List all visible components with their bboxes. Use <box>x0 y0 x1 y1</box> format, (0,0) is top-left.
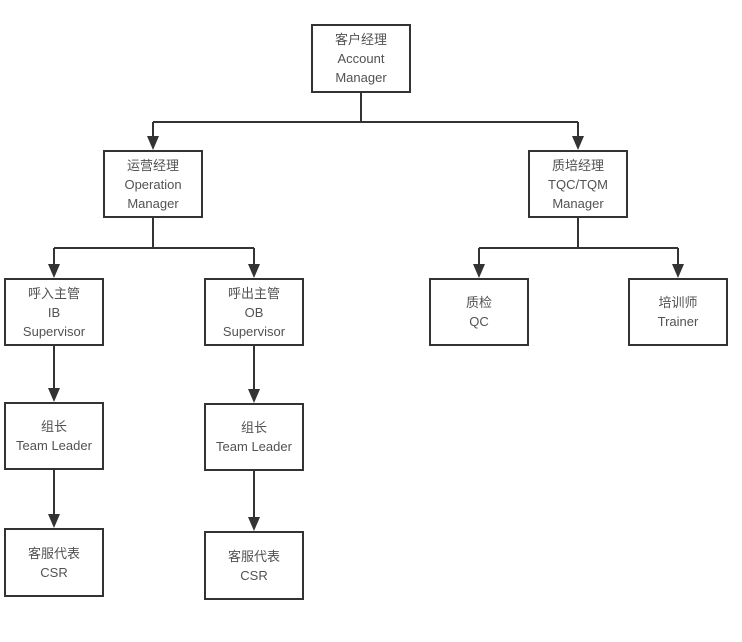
node-label-zh: 客服代表 <box>227 548 280 564</box>
node-label-en: Manager <box>552 195 604 211</box>
org-node-tqc-tqm-manager: 质培经理 TQC/TQM Manager <box>528 150 628 218</box>
node-label-en: QC <box>469 314 489 329</box>
org-node-ob-supervisor: 呼出主管 OB Supervisor <box>204 278 304 346</box>
node-label-en: Account <box>337 51 385 66</box>
edge-arrowhead-icon <box>147 136 159 150</box>
node-label-en: Operation <box>124 176 182 192</box>
node-label-en: Team Leader <box>216 439 292 454</box>
node-label-en: TQC/TQM <box>548 176 608 192</box>
node-label-zh: 组长 <box>240 420 267 435</box>
node-label-zh: 呼出主管 <box>227 285 280 301</box>
node-label-zh: 呼入主管 <box>27 285 80 301</box>
node-label-en: Manager <box>127 195 179 211</box>
edge-arrowhead-icon <box>248 389 260 403</box>
node-label-en: Manager <box>335 70 387 85</box>
edge-arrowhead-icon <box>48 514 60 528</box>
org-node-csr-ob: 客服代表 CSR <box>204 531 304 600</box>
node-label-en: Supervisor <box>222 323 286 339</box>
node-label-en: CSR <box>240 567 268 583</box>
edge-arrowhead-icon <box>48 264 60 278</box>
edge-arrowhead-icon <box>248 264 260 278</box>
org-node-team-leader-ob: 组长 Team Leader <box>204 403 304 471</box>
org-node-qc: 质检 QC <box>429 278 529 346</box>
node-label-en: CSR <box>40 564 68 580</box>
node-label-en: OB <box>244 304 264 320</box>
edge-arrowhead-icon <box>248 517 260 531</box>
node-label-zh: 培训师 <box>658 295 698 310</box>
edge-arrowhead-icon <box>672 264 684 278</box>
node-label-zh: 客户经理 <box>334 32 387 47</box>
node-label-zh: 组长 <box>40 419 67 434</box>
edge-arrowhead-icon <box>572 136 584 150</box>
edge-arrowhead-icon <box>473 264 485 278</box>
node-label-en: Supervisor <box>22 323 86 339</box>
node-label-en: IB <box>47 304 61 320</box>
org-node-team-leader-ib: 组长 Team Leader <box>4 402 104 470</box>
node-label-zh: 运营经理 <box>126 157 179 173</box>
node-label-en: Trainer <box>657 314 699 329</box>
node-label-zh: 质检 <box>465 295 492 310</box>
org-node-csr-ib: 客服代表 CSR <box>4 528 104 597</box>
org-node-ib-supervisor: 呼入主管 IB Supervisor <box>4 278 104 346</box>
node-label-zh: 客服代表 <box>27 545 80 561</box>
node-label-zh: 质培经理 <box>551 157 604 173</box>
org-node-trainer: 培训师 Trainer <box>628 278 728 346</box>
node-label-en: Team Leader <box>16 438 92 453</box>
edge-arrowhead-icon <box>48 388 60 402</box>
